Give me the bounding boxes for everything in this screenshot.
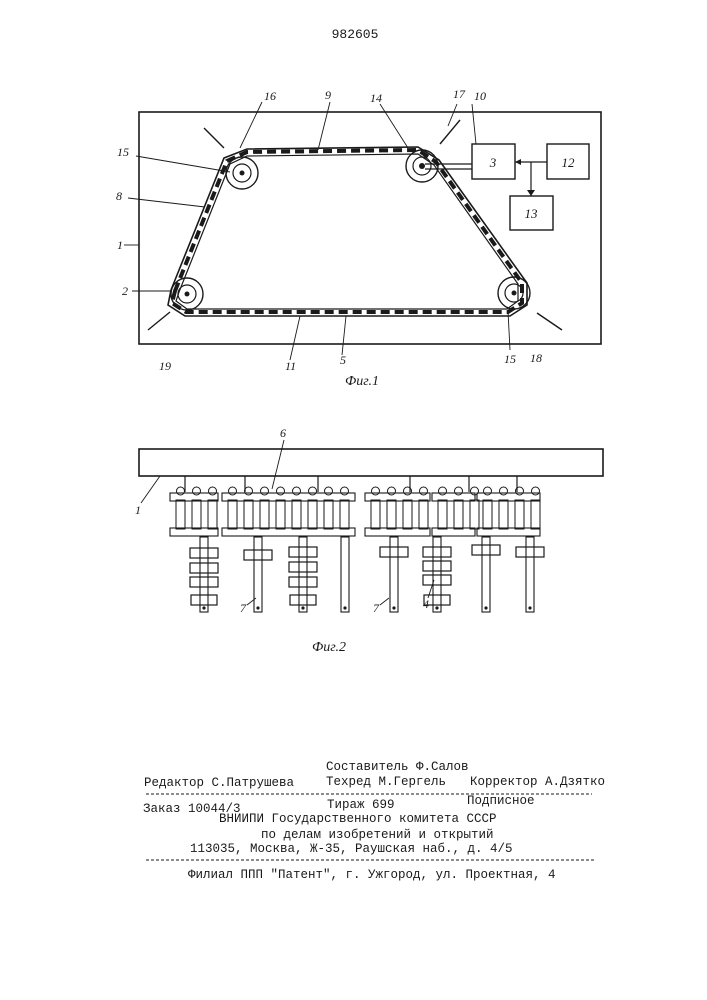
svg-text:7: 7 xyxy=(373,601,380,615)
svg-text:11: 11 xyxy=(285,359,296,373)
svg-text:4: 4 xyxy=(423,597,429,611)
sprocket-upper-left xyxy=(226,157,258,189)
svg-text:16: 16 xyxy=(264,89,276,103)
svg-text:6: 6 xyxy=(280,426,286,440)
svg-text:17: 17 xyxy=(453,87,466,101)
corrector-line: Корректор А.Дзятко xyxy=(470,775,605,789)
svg-text:15: 15 xyxy=(504,352,516,366)
circulation-line: Тираж 699 xyxy=(327,798,395,812)
svg-text:9: 9 xyxy=(325,88,331,102)
subscription-line: Подписное xyxy=(467,794,535,808)
svg-text:7: 7 xyxy=(240,601,247,615)
org-line-2: по делам изобретений и открытий xyxy=(261,828,494,842)
svg-text:2: 2 xyxy=(122,284,128,298)
svg-text:18: 18 xyxy=(530,351,542,365)
org-line-1: ВНИИПИ Государственного комитета СССР xyxy=(219,812,497,826)
svg-text:13: 13 xyxy=(525,206,539,221)
svg-text:3: 3 xyxy=(489,155,497,170)
svg-text:19: 19 xyxy=(159,359,171,373)
svg-text:12: 12 xyxy=(562,155,576,170)
chain-links xyxy=(172,150,522,312)
imprint-footer: Составитель Ф.Салов Редактор С.Патрушева… xyxy=(143,760,605,882)
org-address: 113035, Москва, Ж-35, Раушская наб., д. … xyxy=(190,842,513,856)
svg-text:10: 10 xyxy=(474,89,486,103)
figure-1: 3 12 13 16 9 14 xyxy=(116,87,601,389)
editor-line: Редактор С.Патрушева xyxy=(144,776,295,790)
figure-2-caption: Фиг.2 xyxy=(312,640,346,655)
svg-text:15: 15 xyxy=(117,145,129,159)
branch-line: Филиал ППП "Патент", г. Ужгород, ул. Про… xyxy=(188,868,556,882)
svg-text:5: 5 xyxy=(340,353,346,367)
patent-number: 982605 xyxy=(332,27,379,42)
svg-text:14: 14 xyxy=(370,91,382,105)
figure-2: 6 1 7 7 4 Фиг.2 xyxy=(135,426,603,655)
techred-line: Техред М.Гергель xyxy=(326,775,446,789)
svg-text:1: 1 xyxy=(135,503,141,517)
svg-text:1: 1 xyxy=(117,238,123,252)
figure-1-caption: Фиг.1 xyxy=(345,374,379,389)
chain-strip xyxy=(170,476,540,536)
frame-beam xyxy=(139,449,603,476)
compiler-line: Составитель Ф.Салов xyxy=(326,760,469,774)
svg-text:8: 8 xyxy=(116,189,122,203)
